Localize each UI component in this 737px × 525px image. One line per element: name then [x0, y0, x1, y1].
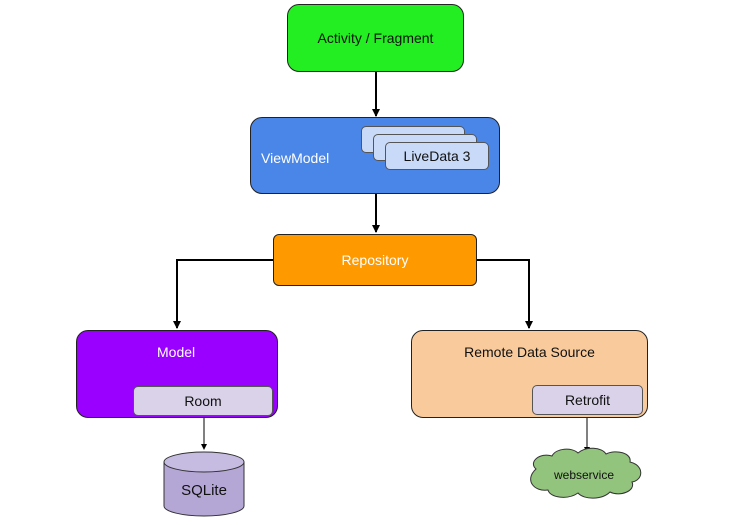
- sqlite-label: SQLite: [181, 482, 227, 499]
- model-label: Model: [157, 344, 196, 360]
- livedata-card: LiveData 3: [385, 142, 489, 170]
- room-node: Room: [133, 386, 273, 416]
- arrow-repository-to-remote: [477, 259, 533, 329]
- repository-label: Repository: [341, 252, 409, 268]
- retrofit-node: Retrofit: [532, 385, 643, 415]
- arrow-repository-to-model: [173, 259, 273, 329]
- remote-data-source-label: Remote Data Source: [464, 344, 595, 360]
- room-label: Room: [184, 393, 222, 409]
- webservice-cloud-shape: [530, 447, 642, 499]
- retrofit-label: Retrofit: [564, 392, 611, 408]
- activity-fragment-node: Activity / Fragment: [287, 4, 464, 72]
- sqlite-database-shape: [163, 451, 245, 517]
- webservice-label: webservice: [553, 468, 615, 482]
- repository-node: Repository: [273, 234, 477, 286]
- livedata-label: LiveData 3: [403, 148, 471, 164]
- viewmodel-label: ViewModel: [261, 150, 330, 166]
- activity-fragment-label: Activity / Fragment: [317, 30, 434, 46]
